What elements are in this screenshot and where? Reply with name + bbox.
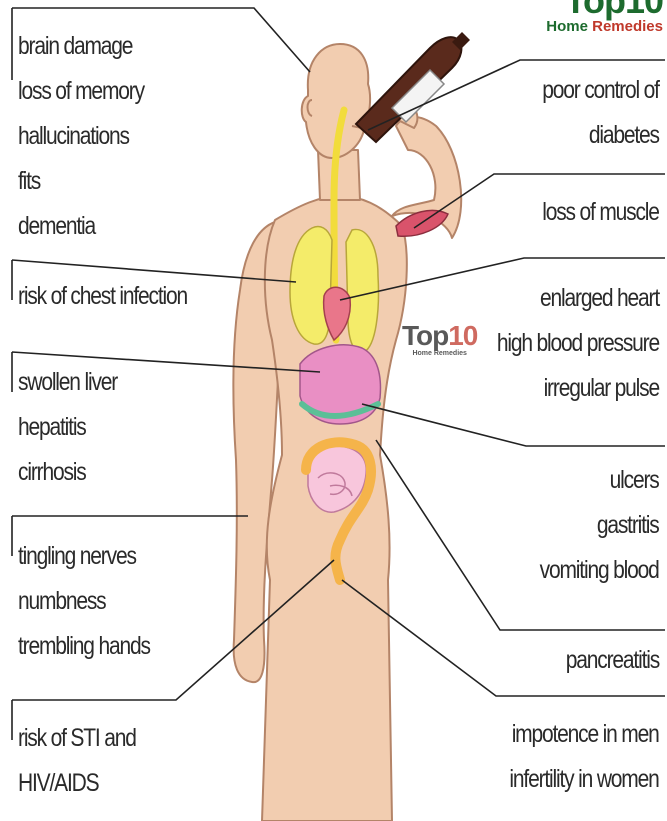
label-loss-of-memory: loss of memory — [18, 69, 144, 114]
label-group-nerves: tingling nerves numbness trembling hands — [18, 534, 150, 669]
brand-logo-top-subtitle: Home Remedies — [546, 20, 663, 34]
label-hallucinations: hallucinations — [18, 114, 144, 159]
label-risk-of-sti: risk of STI and — [18, 716, 136, 761]
label-vomiting-blood: vomiting blood — [540, 548, 659, 593]
label-numbness: numbness — [18, 579, 150, 624]
watermark-subtitle: Home Remedies — [402, 350, 477, 358]
label-group-muscle: loss of muscle — [542, 190, 659, 235]
label-group-liver: swollen liver hepatitis cirrhosis — [18, 360, 117, 495]
label-hiv-aids: HIV/AIDS — [18, 761, 136, 806]
label-impotence-in-men: impotence in men — [510, 712, 659, 757]
brand-home-text: Home — [546, 18, 588, 35]
label-enlarged-heart: enlarged heart — [497, 276, 659, 321]
label-group-brain: brain damage loss of memory hallucinatio… — [18, 24, 144, 249]
brand-logo-watermark: Top10 Home Remedies — [402, 322, 477, 358]
label-chest-infection: risk of chest infection — [18, 274, 187, 319]
label-group-chest: risk of chest infection — [18, 274, 187, 319]
label-fits: fits — [18, 159, 144, 204]
brand-logo-top-text: Top10 — [546, 0, 663, 20]
label-tingling-nerves: tingling nerves — [18, 534, 150, 579]
label-group-diabetes: poor control of diabetes — [542, 68, 659, 158]
label-trembling-hands: trembling hands — [18, 624, 150, 669]
label-cirrhosis: cirrhosis — [18, 450, 117, 495]
label-irregular-pulse: irregular pulse — [497, 366, 659, 411]
label-diabetes: diabetes — [542, 113, 659, 158]
label-group-heart: enlarged heart high blood pressure irreg… — [497, 276, 659, 411]
label-group-pancreas: pancreatitis — [566, 638, 659, 683]
label-high-blood-pressure: high blood pressure — [497, 321, 659, 366]
label-group-reproductive: impotence in men infertility in women — [510, 712, 659, 802]
label-loss-of-muscle: loss of muscle — [542, 190, 659, 235]
human-figure — [233, 44, 461, 821]
label-gastritis: gastritis — [540, 503, 659, 548]
lung-right — [346, 229, 378, 352]
label-poor-control-of: poor control of — [542, 68, 659, 113]
watermark-ten-text: 10 — [448, 320, 477, 351]
label-swollen-liver: swollen liver — [18, 360, 117, 405]
label-pancreatitis: pancreatitis — [566, 638, 659, 683]
label-dementia: dementia — [18, 204, 144, 249]
label-brain-damage: brain damage — [18, 24, 144, 69]
watermark-title: Top10 — [402, 322, 477, 350]
label-hepatitis: hepatitis — [18, 405, 117, 450]
label-group-stomach: ulcers gastritis vomiting blood — [540, 458, 659, 593]
watermark-top-text: Top — [402, 320, 448, 351]
brand-remedies-text: Remedies — [592, 18, 663, 35]
brand-logo-top: Top10 Home Remedies — [546, 0, 663, 34]
label-group-sti: risk of STI and HIV/AIDS — [18, 716, 136, 806]
label-infertility-in-women: infertility in women — [510, 757, 659, 802]
label-ulcers: ulcers — [540, 458, 659, 503]
